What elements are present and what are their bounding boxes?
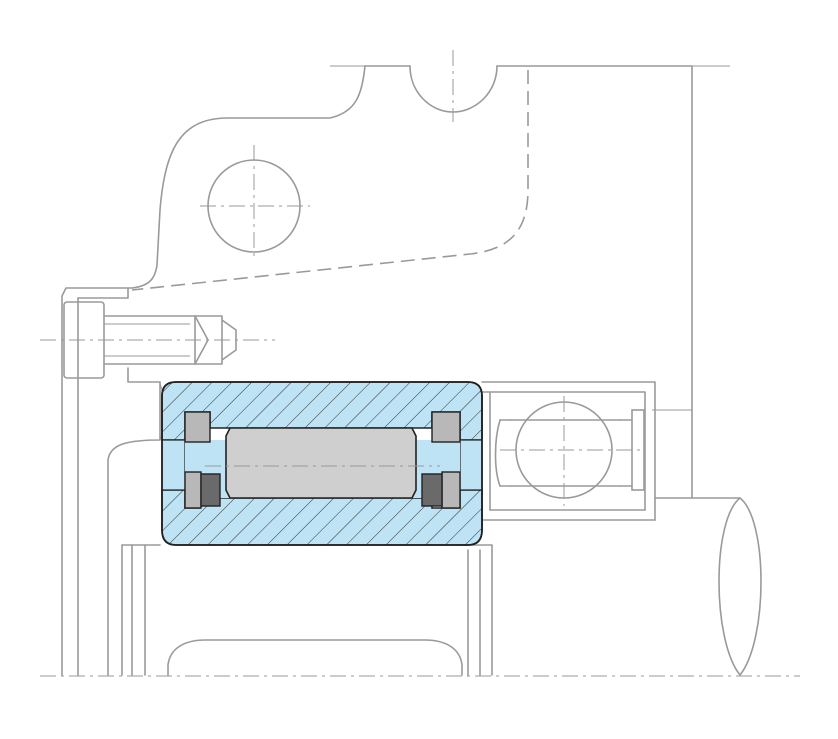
shaft (654, 497, 762, 676)
ball-bearing (481, 381, 656, 521)
gear (121, 544, 493, 676)
center-lines (40, 50, 800, 677)
cylindrical-roller-bearing (161, 381, 483, 546)
housing (61, 65, 730, 676)
